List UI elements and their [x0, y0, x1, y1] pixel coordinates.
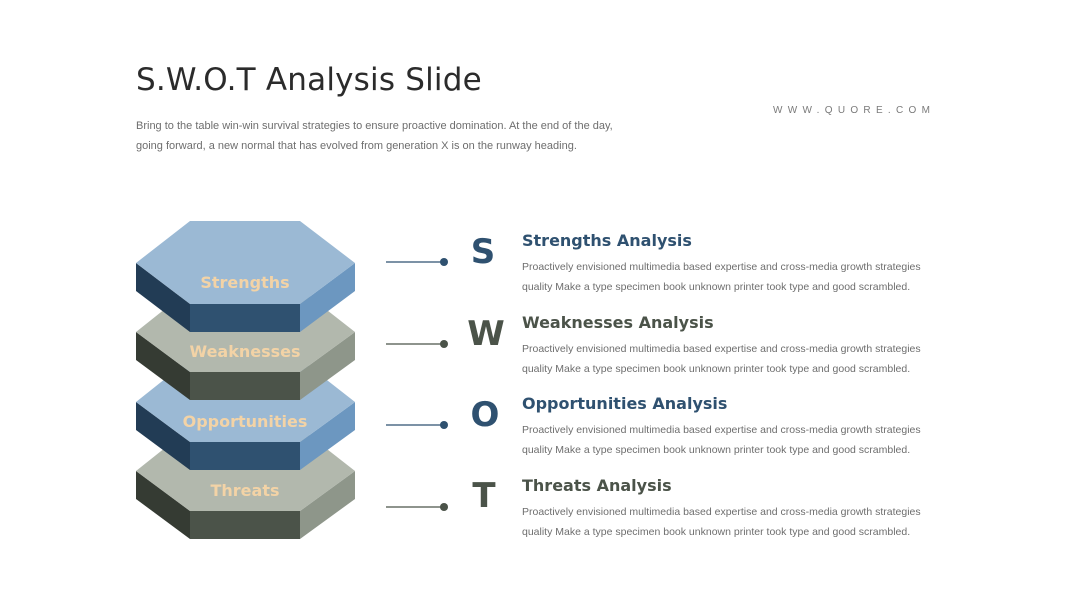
hexagon-label-weaknesses: Weaknesses — [189, 342, 300, 361]
connector-opportunities — [386, 421, 448, 429]
connector-weaknesses — [386, 340, 448, 348]
slide-title: S.W.O.T Analysis Slide — [136, 62, 482, 98]
analysis-body-threats: Proactively envisioned multimedia based … — [522, 506, 921, 538]
connector-strengths — [386, 258, 448, 266]
swot-letter-w: W — [467, 314, 505, 354]
swot-letter-t: T — [472, 476, 496, 516]
swot-letter-s: S — [470, 232, 496, 272]
analysis-opportunities: Opportunities Analysis Proactively envis… — [522, 394, 952, 460]
analysis-weaknesses: Weaknesses Analysis Proactively envision… — [522, 313, 952, 379]
analysis-body-weaknesses: Proactively envisioned multimedia based … — [522, 343, 921, 375]
analysis-heading-weaknesses: Weaknesses Analysis — [522, 313, 714, 332]
analysis-body-opportunities: Proactively envisioned multimedia based … — [522, 424, 921, 456]
swot-hexagon-stack: Threats Opportunities Weaknesses Strengt… — [136, 221, 355, 539]
analysis-heading-threats: Threats Analysis — [522, 476, 672, 495]
swot-letter-o: O — [470, 395, 500, 435]
hexagon-strengths: Strengths — [136, 221, 355, 332]
analysis-heading-opportunities: Opportunities Analysis — [522, 394, 728, 413]
slide-subtitle: Bring to the table win-win survival stra… — [136, 120, 613, 152]
hexagon-label-strengths: Strengths — [200, 273, 289, 292]
analysis-heading-strengths: Strengths Analysis — [522, 231, 692, 250]
connector-threats — [386, 503, 448, 511]
analysis-threats: Threats Analysis Proactively envisioned … — [522, 476, 952, 542]
website-url: WWW.QUORE.COM — [773, 105, 936, 116]
hexagon-label-threats: Threats — [210, 481, 279, 500]
hexagon-label-opportunities: Opportunities — [183, 412, 308, 431]
analysis-body-strengths: Proactively envisioned multimedia based … — [522, 261, 921, 293]
analysis-strengths: Strengths Analysis Proactively envisione… — [522, 231, 952, 297]
